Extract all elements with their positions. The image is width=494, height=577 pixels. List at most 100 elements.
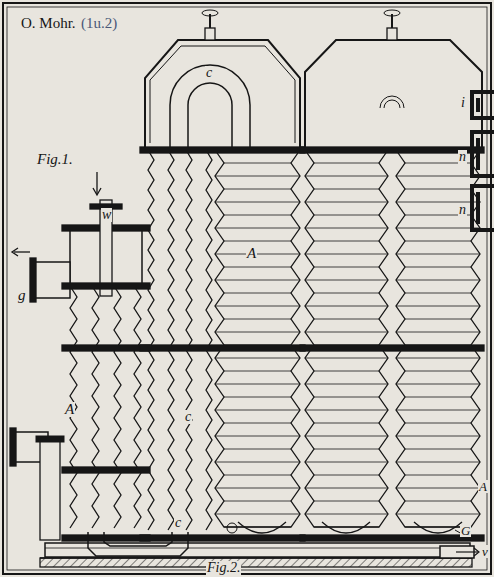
drawing-stroke xyxy=(227,523,237,533)
drawing-stroke xyxy=(134,286,141,528)
drawing-stroke xyxy=(215,514,300,515)
drawing-stroke xyxy=(62,467,150,473)
drawing-stroke xyxy=(405,293,471,294)
drawing-stroke xyxy=(396,410,480,411)
drawing-stroke xyxy=(300,147,484,153)
drawing-stroke xyxy=(396,150,480,527)
drawing-stroke xyxy=(238,522,286,533)
drawing-stroke xyxy=(314,267,379,268)
drawing-stroke xyxy=(30,258,36,302)
drawing-stroke xyxy=(305,40,482,148)
drawing-stroke xyxy=(224,423,291,424)
drawing-stroke xyxy=(314,241,379,242)
part-label: A xyxy=(478,480,488,493)
drawing-stroke xyxy=(215,436,300,437)
drawing-stroke xyxy=(100,200,112,296)
drawing-stroke xyxy=(14,251,30,252)
drawing-stroke xyxy=(145,40,300,148)
drawing-stroke xyxy=(305,150,388,527)
part-label: g xyxy=(17,288,27,303)
drawing-stroke xyxy=(405,241,471,242)
drawing-stroke xyxy=(305,488,388,489)
drawing-stroke xyxy=(405,267,471,268)
drawing-stroke xyxy=(300,535,484,541)
part-label: A xyxy=(64,402,75,417)
drawing-stroke xyxy=(396,228,480,229)
part-label: c xyxy=(174,516,182,530)
drawing-stroke xyxy=(305,306,388,307)
drawing-stroke xyxy=(314,293,379,294)
drawing-stroke xyxy=(7,7,487,570)
drawing-stroke xyxy=(62,345,150,351)
drawing-stroke xyxy=(405,449,471,450)
drawing-stroke xyxy=(305,228,388,229)
drawing-stroke xyxy=(215,306,300,307)
drawing-stroke xyxy=(148,150,154,530)
drawing-stroke xyxy=(472,186,494,230)
drawing-stroke xyxy=(34,262,70,298)
drawing-stroke xyxy=(224,267,291,268)
drawing-stroke xyxy=(202,10,218,16)
drawing-stroke xyxy=(224,371,291,372)
drawing-stroke xyxy=(300,345,484,351)
drawing-stroke xyxy=(206,150,212,530)
drawing-stroke xyxy=(322,522,370,533)
drawing-stroke xyxy=(215,228,300,229)
drawing-stroke xyxy=(405,397,471,398)
drawing-stroke xyxy=(314,423,379,424)
drawing-stroke xyxy=(305,384,388,385)
drawing-stroke xyxy=(396,332,480,333)
drawing-stroke xyxy=(396,280,480,281)
drawing-stroke xyxy=(215,384,300,385)
drawing-stroke xyxy=(396,306,480,307)
part-label: n xyxy=(458,150,467,164)
drawing-stroke xyxy=(456,551,478,552)
drawing-stroke xyxy=(305,436,388,437)
drawing-stroke xyxy=(380,96,404,108)
drawing-stroke xyxy=(384,10,400,16)
drawing-stroke xyxy=(224,397,291,398)
drawing-stroke xyxy=(314,163,379,164)
drawing-stroke xyxy=(305,410,388,411)
drawing-stroke xyxy=(314,501,379,502)
drawing-stroke xyxy=(186,150,192,530)
drawing-stroke xyxy=(215,254,300,255)
part-label: n xyxy=(458,203,467,217)
drawing-stroke xyxy=(305,332,388,333)
drawing-stroke xyxy=(140,147,305,153)
drawing-stroke xyxy=(405,501,471,502)
drawing-stroke xyxy=(305,254,388,255)
drawing-stroke xyxy=(224,293,291,294)
drawing-stroke xyxy=(314,475,379,476)
drawing-stroke xyxy=(305,358,388,359)
drawing-stroke xyxy=(3,3,491,574)
drawing-stroke xyxy=(224,163,291,164)
part-label: i xyxy=(460,96,466,110)
drawing-stroke xyxy=(314,215,379,216)
drawing-stroke xyxy=(305,462,388,463)
drawing-stroke xyxy=(405,475,471,476)
part-label: Fig.2. xyxy=(206,561,241,575)
part-label: Fig.1. xyxy=(36,152,74,167)
drawing-stroke xyxy=(215,488,300,489)
drawing-stroke xyxy=(40,440,60,540)
drawing-stroke xyxy=(305,280,388,281)
drawing-stroke xyxy=(215,410,300,411)
drawing-stroke xyxy=(314,397,379,398)
part-label: A xyxy=(246,246,257,261)
part-label: w xyxy=(101,208,112,222)
drawing-stroke xyxy=(205,28,215,40)
drawing-stroke xyxy=(12,248,18,256)
drawing-stroke xyxy=(396,384,480,385)
drawing-stroke xyxy=(224,501,291,502)
drawing-stroke xyxy=(396,358,480,359)
drawing-stroke xyxy=(96,172,97,194)
drawing-stroke xyxy=(314,189,379,190)
drawing-stroke xyxy=(405,423,471,424)
drawing-stroke xyxy=(215,176,300,177)
drawing-stroke xyxy=(93,188,101,195)
drawing-stroke xyxy=(314,319,379,320)
part-label: v xyxy=(481,545,489,558)
drawing-stroke xyxy=(314,527,379,528)
